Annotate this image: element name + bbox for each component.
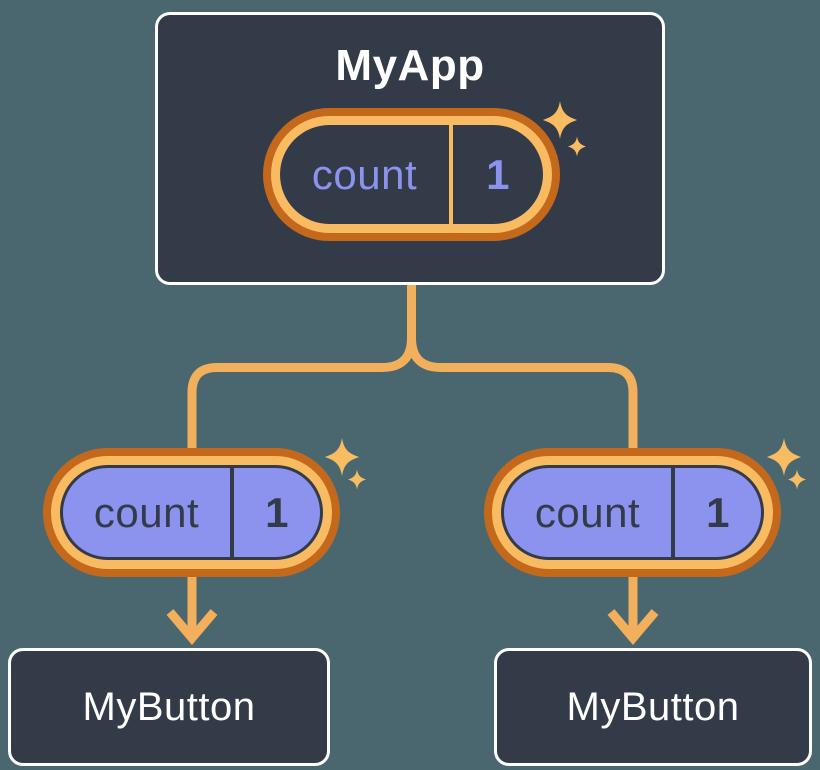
state-label: count [311,150,418,198]
pill-divider [230,468,234,557]
component-name-label: MyButton [566,684,740,729]
state-pill-body: count 1 [280,125,543,224]
sparkle-icon [347,469,367,490]
state-pill-child-left: count 1 [43,448,340,577]
pill-divider [671,468,675,557]
state-label: count [534,488,641,536]
state-pill-body: count 1 [60,465,323,560]
arrowhead-right-icon [607,609,659,645]
arrowhead-left-icon [166,609,218,645]
sparkle-icon [765,437,803,477]
connector-right-branch [407,337,638,636]
sparkle-icon [567,136,587,157]
component-name-label: MyButton [82,684,256,729]
component-node-mybutton-right: MyButton [494,648,812,766]
state-value: 1 [706,488,730,536]
component-name-label: MyApp [335,41,485,90]
component-node-mybutton-left: MyButton [8,648,330,766]
state-value: 1 [265,488,289,536]
sparkle-icon [787,469,807,490]
state-pill-child-right: count 1 [484,448,781,577]
state-value: 1 [486,150,510,198]
state-label: count [93,488,200,536]
pill-divider [449,125,453,224]
sparkle-icon [541,100,579,140]
state-pill-body: count 1 [501,465,764,560]
sparkle-icon [323,437,361,477]
state-pill-parent: count 1 [263,108,560,241]
